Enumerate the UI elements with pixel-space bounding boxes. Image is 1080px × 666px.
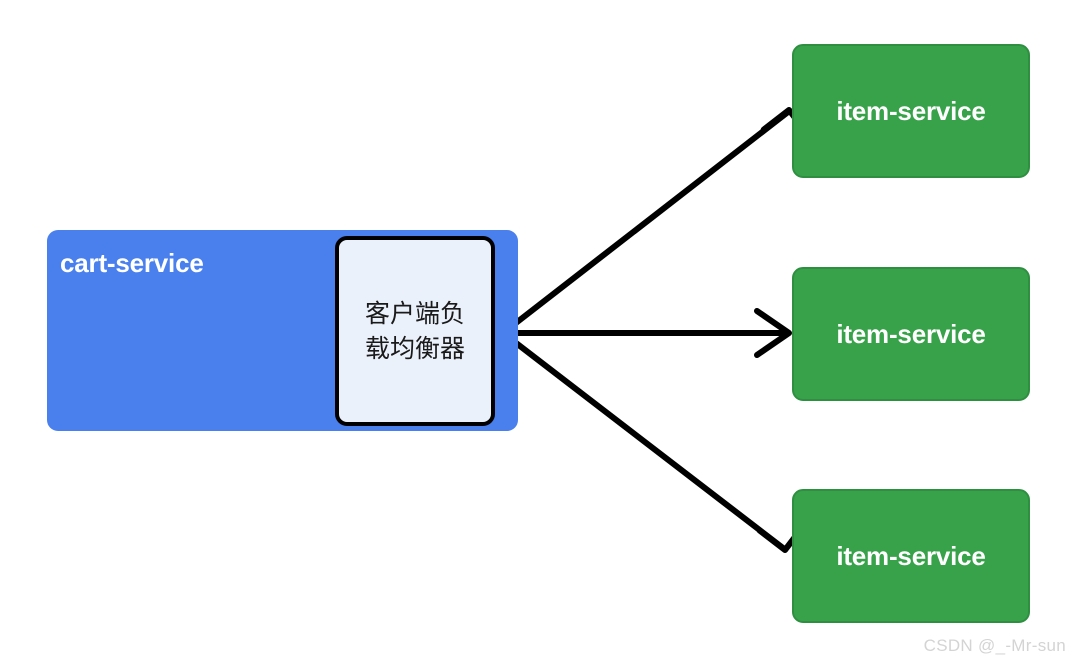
arrow-to-item-service-1	[500, 107, 812, 336]
item-service-label-1: item-service	[836, 95, 986, 126]
item-service-label-3: item-service	[836, 540, 986, 571]
csdn-watermark: CSDN @_-Mr-sun	[923, 636, 1066, 655]
cart-service-label: cart-service	[60, 248, 204, 278]
client-load-balancer-label: 客户端负载均衡器	[364, 298, 465, 364]
client-load-balancer-node[interactable]: 客户端负载均衡器	[335, 236, 495, 426]
arrow-to-item-service-3	[500, 330, 808, 553]
item-service-node-3[interactable]: item-service	[792, 489, 1030, 623]
item-service-label-2: item-service	[836, 318, 986, 349]
item-service-node-2[interactable]: item-service	[792, 267, 1030, 401]
arrow-to-item-service-2	[500, 308, 792, 358]
item-service-node-1[interactable]: item-service	[792, 44, 1030, 178]
